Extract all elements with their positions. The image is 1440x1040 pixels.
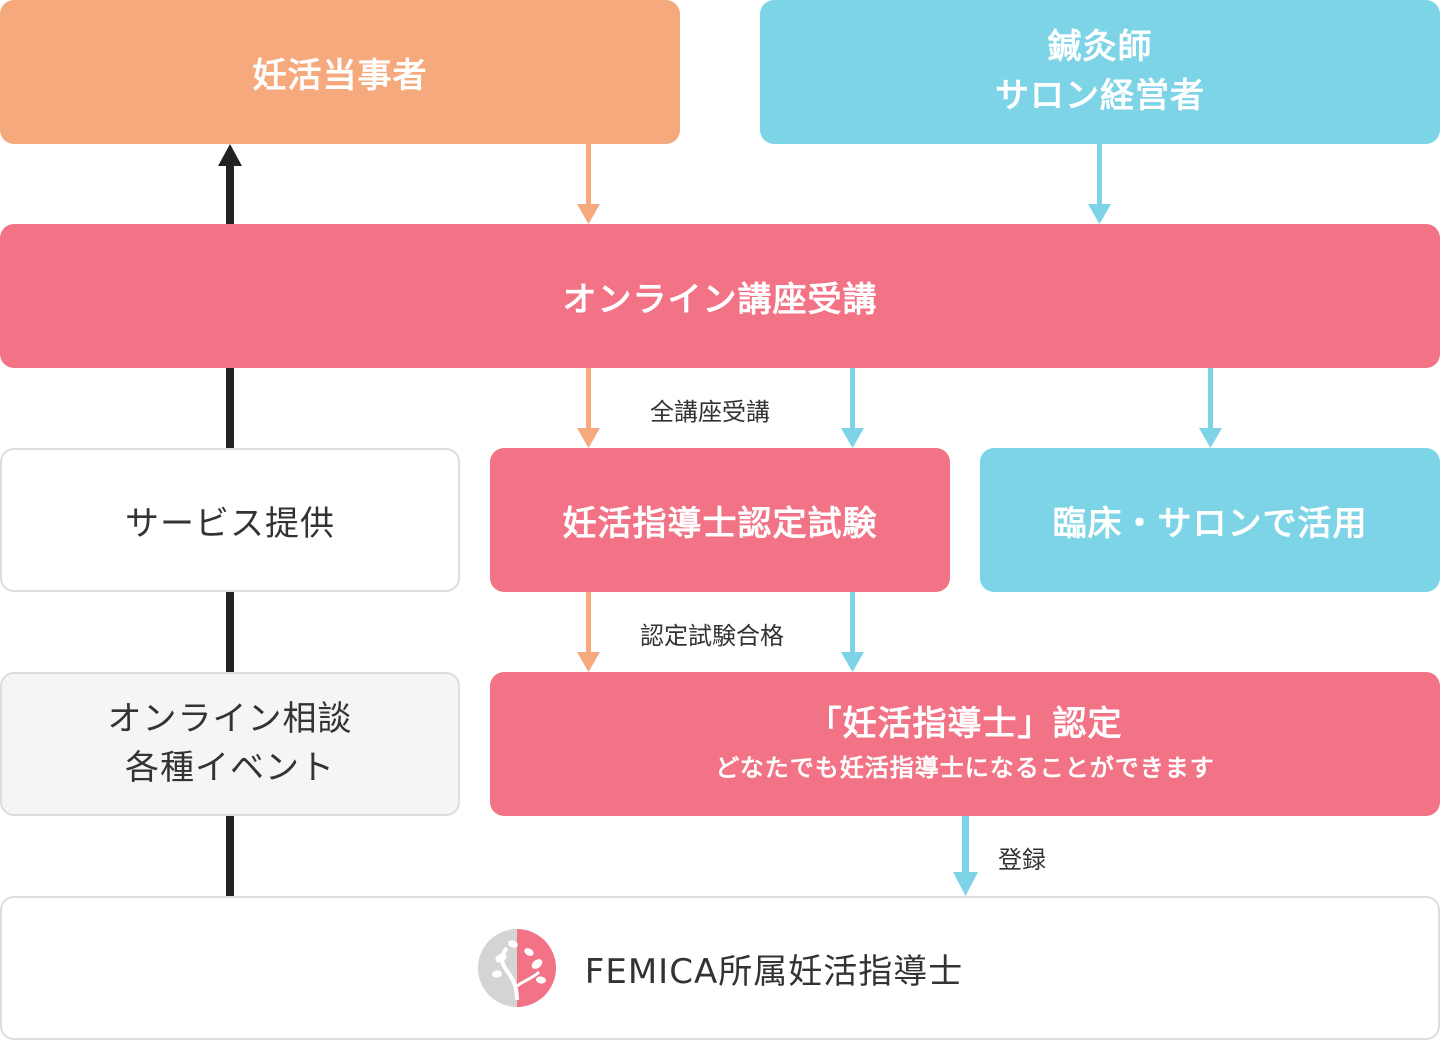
cyan-arrow-line: [1097, 144, 1102, 206]
cyan-arrow-line: [962, 816, 969, 874]
cyan-arrow-head-icon: [841, 652, 864, 672]
clinic-salon-use-label: 臨床・サロンで活用: [1052, 503, 1368, 544]
register-label: 登録: [998, 846, 1046, 874]
cyan-arrow-head-icon: [1199, 428, 1222, 448]
all-courses-label: 全講座受講: [650, 398, 770, 426]
certification-subtitle: どなたでも妊活指導士になることができます: [715, 753, 1215, 782]
shinkyu-salon-box: 鍼灸師 サロン経営者: [760, 0, 1440, 144]
ninkatsu-touji-box: 妊活当事者: [0, 0, 680, 144]
orange-arrow-head-icon: [577, 204, 600, 224]
certification-box: 「妊活指導士」認定 どなたでも妊活指導士になることができます: [490, 672, 1440, 816]
femica-tree-logo-icon: [477, 929, 556, 1007]
orange-arrow-head-icon: [577, 652, 600, 672]
cyan-arrow-line: [850, 368, 855, 430]
femica-instructor-box: FEMICA所属妊活指導士: [0, 896, 1440, 1040]
certification-exam-label: 妊活指導士認定試験: [562, 503, 878, 544]
online-consultation-box: オンライン相談 各種イベント: [0, 672, 460, 816]
up-arrow-head-icon: [218, 144, 242, 166]
orange-arrow-line: [586, 368, 591, 430]
cyan-arrow-head-icon: [841, 428, 864, 448]
orange-arrow-line: [586, 592, 591, 654]
certification-exam-box: 妊活指導士認定試験: [490, 448, 950, 592]
clinic-salon-use-box: 臨床・サロンで活用: [980, 448, 1440, 592]
exam-pass-label: 認定試験合格: [640, 622, 784, 650]
orange-arrow-head-icon: [577, 428, 600, 448]
cyan-arrow-head-icon: [1088, 204, 1111, 224]
cyan-arrow-head-icon: [953, 872, 978, 896]
salon-owner-label: サロン経営者: [995, 76, 1205, 116]
service-provision-label: サービス提供: [125, 503, 335, 544]
certification-title: 「妊活指導士」認定: [807, 704, 1123, 744]
service-provision-box: サービス提供: [0, 448, 460, 592]
online-course-label: オンライン講座受講: [562, 279, 878, 320]
online-course-box: オンライン講座受講: [0, 224, 1440, 368]
femica-instructor-label: FEMICA所属妊活指導士: [584, 951, 964, 992]
online-consultation-label: オンライン相談: [107, 698, 353, 739]
events-label: 各種イベント: [125, 748, 335, 788]
ninkatsu-touji-label: 妊活当事者: [252, 55, 428, 96]
orange-arrow-line: [586, 144, 591, 206]
cyan-arrow-line: [850, 592, 855, 654]
shinkyu-label: 鍼灸師: [1047, 26, 1153, 67]
cyan-arrow-line: [1208, 368, 1213, 430]
